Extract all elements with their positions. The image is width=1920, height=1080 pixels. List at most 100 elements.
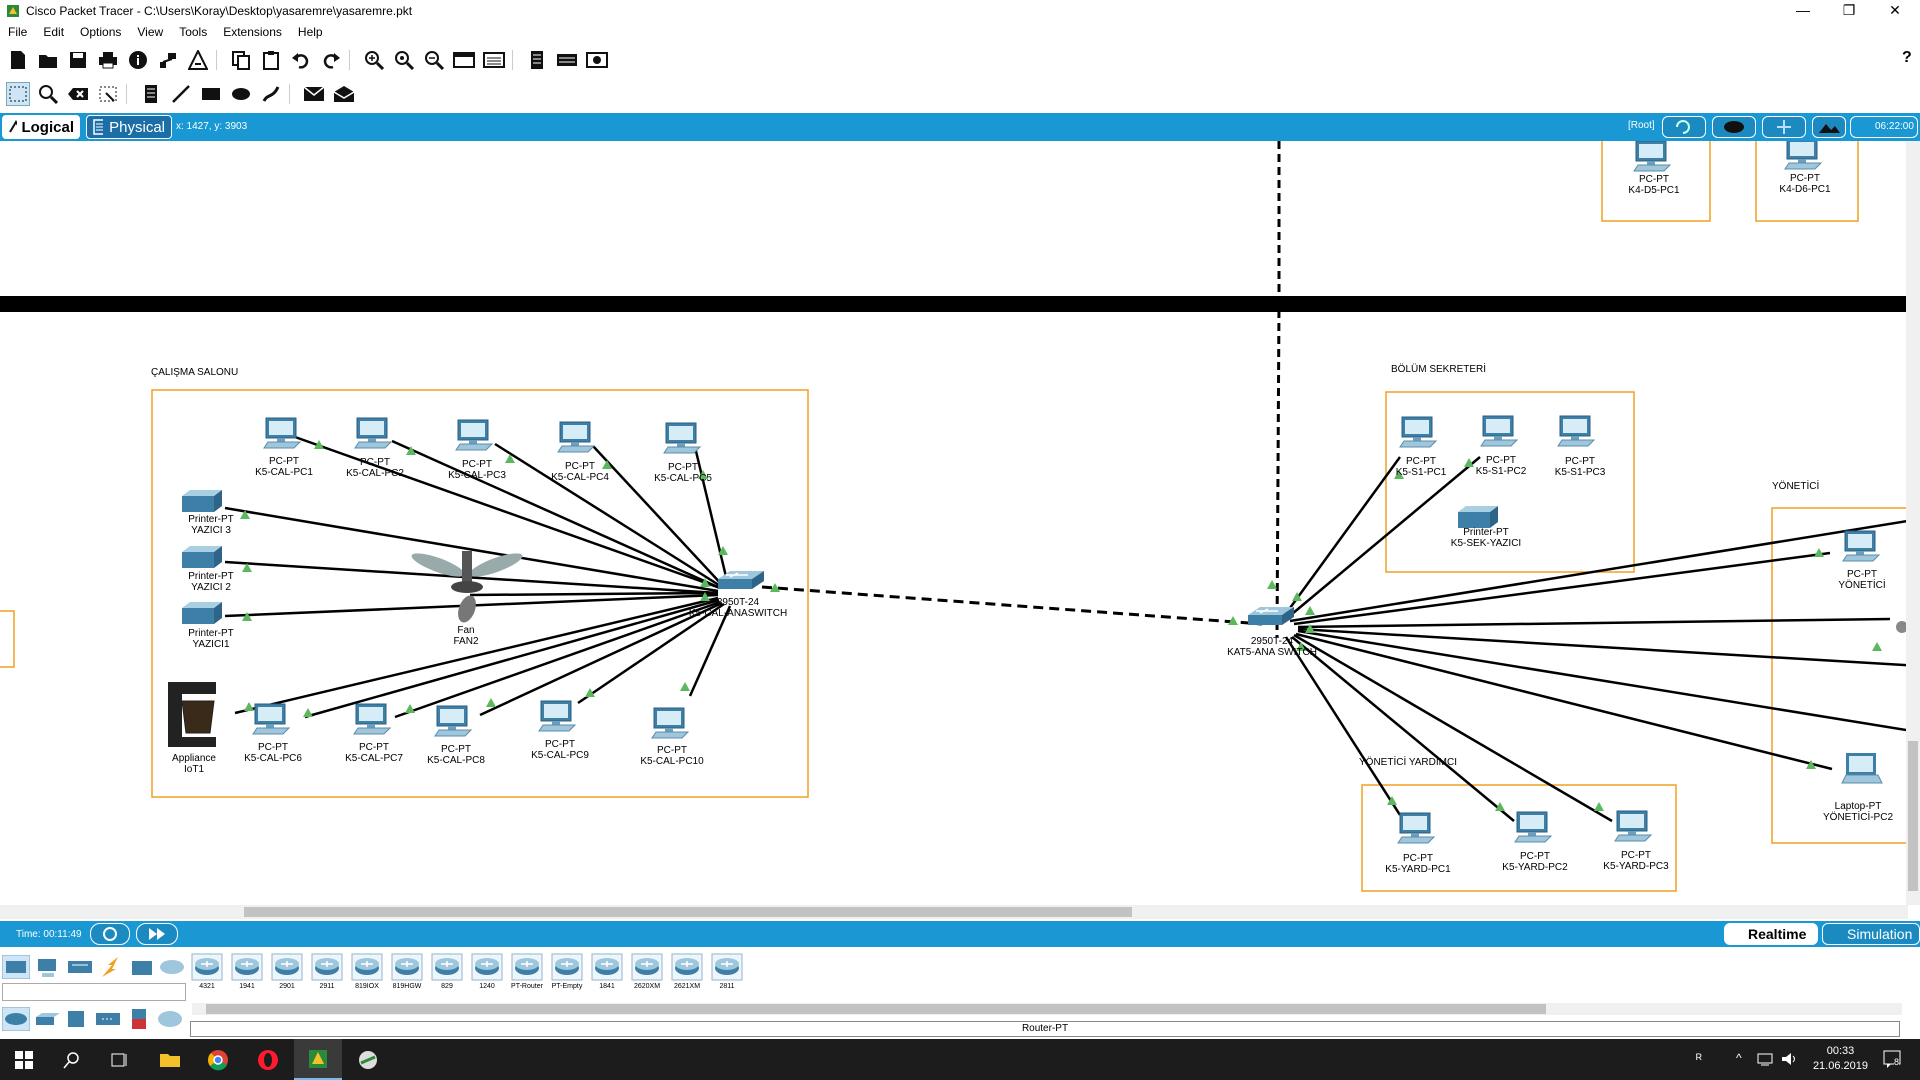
save-icon[interactable]: [66, 48, 90, 72]
device-model-6[interactable]: 829: [430, 953, 464, 993]
pc-icon[interactable]: [353, 703, 391, 735]
restore-button[interactable]: ❐: [1842, 2, 1856, 18]
help-icon[interactable]: ?: [1902, 49, 1912, 66]
printer-icon[interactable]: [1458, 506, 1498, 528]
vertical-scrollbar[interactable]: [1906, 141, 1920, 905]
menu-tools[interactable]: Tools: [179, 25, 208, 39]
new-file-icon[interactable]: [6, 48, 30, 72]
multiuser-icon[interactable]: [158, 955, 186, 979]
device-model-3[interactable]: 2911: [310, 953, 344, 993]
zoom-out-icon[interactable]: [422, 48, 446, 72]
device-model-8[interactable]: PT-Router: [510, 953, 544, 993]
zoom-in-icon[interactable]: [362, 48, 386, 72]
device-model-9[interactable]: PT-Empty: [550, 953, 584, 993]
menu-edit[interactable]: Edit: [43, 25, 65, 39]
opera-icon[interactable]: [244, 1039, 292, 1080]
paste-icon[interactable]: [259, 48, 283, 72]
pc-icon[interactable]: [263, 417, 301, 449]
people-icon[interactable]: ᴿ: [1696, 1051, 1702, 1066]
pc-icon[interactable]: [252, 703, 290, 735]
volume-icon[interactable]: [1780, 1051, 1798, 1067]
pc-icon[interactable]: [651, 707, 689, 739]
place-note-icon[interactable]: [139, 82, 163, 106]
end-devices-icon[interactable]: [34, 955, 62, 979]
device-model-1[interactable]: 1941: [230, 953, 264, 993]
pc-icon[interactable]: [434, 705, 472, 737]
components-icon[interactable]: [66, 955, 94, 979]
device-list-scrollbar[interactable]: [192, 1003, 1902, 1015]
task-view-icon[interactable]: [96, 1039, 144, 1080]
delete-tool-icon[interactable]: [66, 82, 90, 106]
packet-tracer-taskbar-icon[interactable]: [294, 1039, 342, 1080]
draw-ellipse-icon[interactable]: [229, 82, 253, 106]
set-background-button[interactable]: [1812, 116, 1846, 138]
file-explorer-icon[interactable]: [146, 1039, 194, 1080]
device-list-scroll-thumb[interactable]: [206, 1004, 1546, 1014]
pc-icon[interactable]: [538, 700, 576, 732]
fast-forward-button[interactable]: [136, 923, 178, 945]
pc-icon[interactable]: [1842, 530, 1880, 562]
simulation-button[interactable]: Simulation: [1822, 923, 1920, 945]
custom-devices-icon[interactable]: [482, 48, 506, 72]
pc-icon[interactable]: [1557, 415, 1595, 447]
zoom-reset-icon[interactable]: [392, 48, 416, 72]
info-icon[interactable]: [126, 48, 150, 72]
device-model-12[interactable]: 2621XM: [670, 953, 704, 993]
chrome-icon[interactable]: [194, 1039, 242, 1080]
drawing-palette-icon[interactable]: [452, 48, 476, 72]
network-devices-icon[interactable]: [2, 955, 30, 979]
simple-pdu-icon[interactable]: [302, 82, 326, 106]
vertical-scroll-thumb[interactable]: [1908, 741, 1918, 891]
menu-file[interactable]: File: [8, 25, 28, 39]
routers-icon[interactable]: [2, 1007, 30, 1031]
logical-workspace[interactable]: ÇALIŞMA SALONU BÖLÜM SEKRETERİ YÖNETİCİ …: [0, 141, 1920, 905]
network-info-icon[interactable]: [156, 48, 180, 72]
wan-emulation-icon[interactable]: [156, 1007, 184, 1031]
pc-icon[interactable]: [1633, 141, 1671, 172]
pc-icon[interactable]: [455, 419, 493, 451]
wireless-devices-icon[interactable]: [94, 1007, 122, 1031]
search-icon[interactable]: [48, 1039, 96, 1080]
device-model-4[interactable]: 819IOX: [350, 953, 384, 993]
tab-logical[interactable]: Logical: [2, 115, 80, 139]
chevron-up-icon[interactable]: ^: [1736, 1051, 1742, 1065]
minimize-button[interactable]: —: [1796, 2, 1810, 18]
device-dialog-icon[interactable]: [555, 48, 579, 72]
device-model-0[interactable]: 4321: [190, 953, 224, 993]
pc-icon[interactable]: [1397, 812, 1435, 844]
draw-rectangle-icon[interactable]: [199, 82, 223, 106]
menu-help[interactable]: Help: [297, 25, 323, 39]
switch-icon[interactable]: [1247, 606, 1295, 626]
fan-icon[interactable]: [409, 549, 524, 625]
resize-tool-icon[interactable]: [96, 82, 120, 106]
switches-icon[interactable]: [34, 1007, 62, 1031]
menu-extensions[interactable]: Extensions: [223, 25, 282, 39]
pc-icon[interactable]: [1614, 810, 1652, 842]
printer-icon[interactable]: [182, 490, 222, 512]
notifications-icon[interactable]: 8: [1882, 1049, 1904, 1069]
coffee-maker-icon[interactable]: [168, 682, 216, 747]
menu-options[interactable]: Options: [80, 25, 122, 39]
freeform-icon[interactable]: [259, 82, 283, 106]
pc-icon[interactable]: [1480, 415, 1518, 447]
activity-wizard-icon[interactable]: [186, 48, 210, 72]
new-cluster-button[interactable]: [1712, 116, 1756, 138]
tab-physical[interactable]: Physical: [86, 115, 172, 139]
packet-tracer-alt-icon[interactable]: [344, 1039, 392, 1080]
security-icon[interactable]: [126, 1007, 154, 1031]
move-object-button[interactable]: [1762, 116, 1806, 138]
laptop-icon[interactable]: [1841, 752, 1883, 784]
complex-pdu-icon[interactable]: [332, 82, 356, 106]
pc-icon[interactable]: [557, 421, 595, 453]
start-button[interactable]: [0, 1039, 48, 1080]
device-model-11[interactable]: 2620XM: [630, 953, 664, 993]
network-icon[interactable]: [1756, 1052, 1774, 1066]
device-model-10[interactable]: 1841: [590, 953, 624, 993]
screenshot-icon[interactable]: [585, 48, 609, 72]
back-button[interactable]: [1662, 116, 1706, 138]
print-icon[interactable]: [96, 48, 120, 72]
device-model-7[interactable]: 1240: [470, 953, 504, 993]
printer-icon[interactable]: [182, 546, 222, 568]
pc-icon[interactable]: [1399, 416, 1437, 448]
select-tool-icon[interactable]: [6, 82, 30, 106]
